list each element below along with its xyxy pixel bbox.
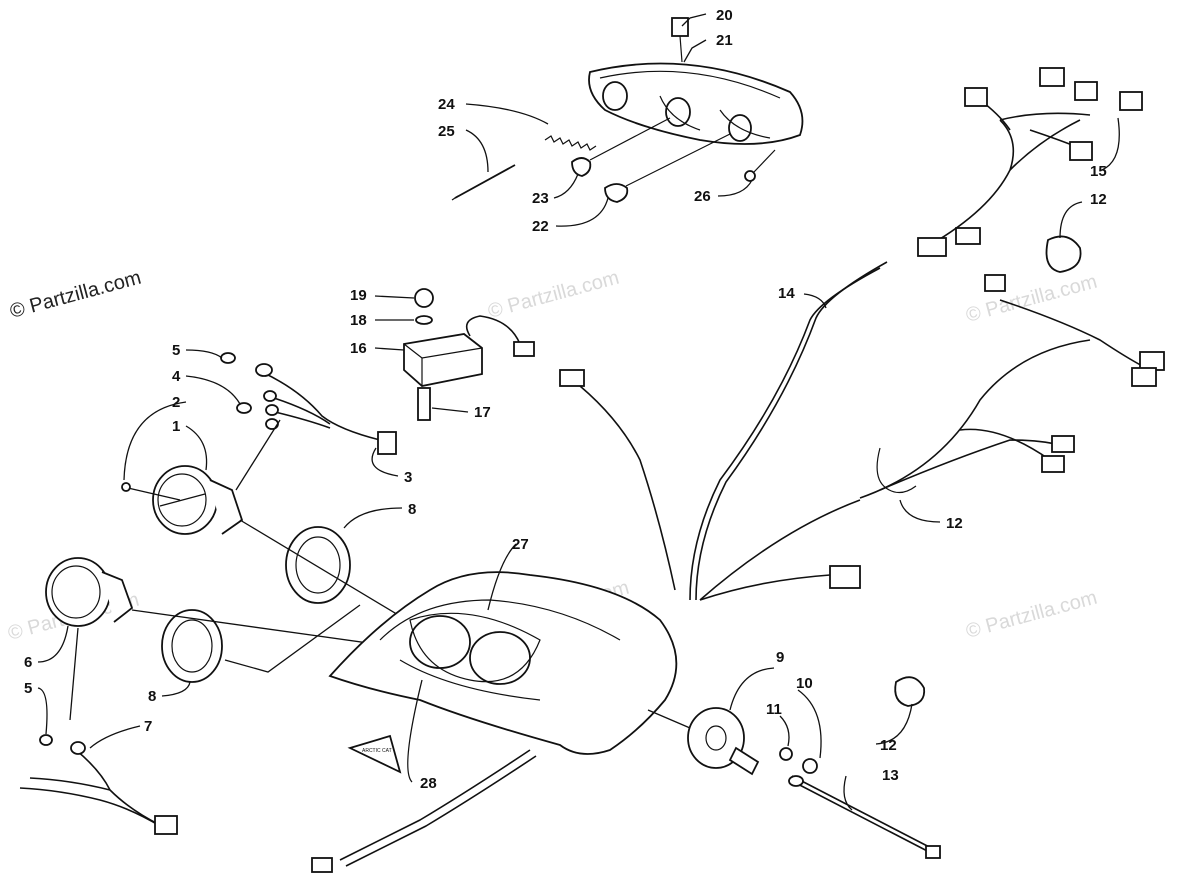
callout-7: 7 [144,718,152,735]
callout-26: 26 [694,188,711,205]
callout-16: 16 [350,340,367,357]
watermark: © Partzilla.com [964,587,1100,643]
callout-5-bottom: 5 [24,680,32,697]
callout-22: 22 [532,218,549,235]
callout-11: 11 [766,701,782,718]
watermark: © Partzilla.com [486,267,622,323]
headlight-assembly [451,17,804,203]
callout-labels: 20 21 24 25 23 22 26 12 15 14 19 18 16 1… [24,7,1107,792]
callout-8-bottom: 8 [148,688,156,705]
callout-21: 21 [716,32,733,49]
callout-27: 27 [512,536,529,553]
speedometer-drive [647,707,941,859]
callout-12-top: 12 [1090,191,1107,208]
callout-12-mid: 12 [946,515,963,532]
callout-14: 14 [778,285,795,302]
callout-9: 9 [776,649,784,666]
clamp-12b [894,676,926,707]
callout-28: 28 [420,775,437,792]
callout-6: 6 [24,654,32,671]
callout-17: 17 [474,404,491,421]
callout-18: 18 [350,312,367,329]
leader-lines [37,13,1120,811]
dash-panel: ARCTIC CAT [311,571,678,873]
callout-20: 20 [716,7,733,24]
callout-2: 2 [172,394,180,411]
watermark: © Partzilla.com [964,271,1100,327]
callout-1: 1 [172,418,180,435]
clamp-12 [1045,235,1082,273]
callout-5-top: 5 [172,342,180,359]
speedometer-gauge [45,557,134,627]
decal-text: ARCTIC CAT [362,748,392,754]
callout-24: 24 [438,96,455,113]
callout-3: 3 [404,469,412,486]
callout-19: 19 [350,287,367,304]
callout-13: 13 [882,767,899,784]
callout-10: 10 [796,675,813,692]
callout-25: 25 [438,123,455,140]
copyright-text: © Partzilla.com [8,267,144,323]
callout-4: 4 [172,368,181,385]
callout-12-bottom: 12 [880,737,897,754]
callout-15: 15 [1090,163,1107,180]
voltage-regulator [403,288,676,591]
tachometer-gauge [121,465,244,535]
callout-23: 23 [532,190,549,207]
callout-8-top: 8 [408,501,416,518]
wiring-harness [689,67,1165,601]
